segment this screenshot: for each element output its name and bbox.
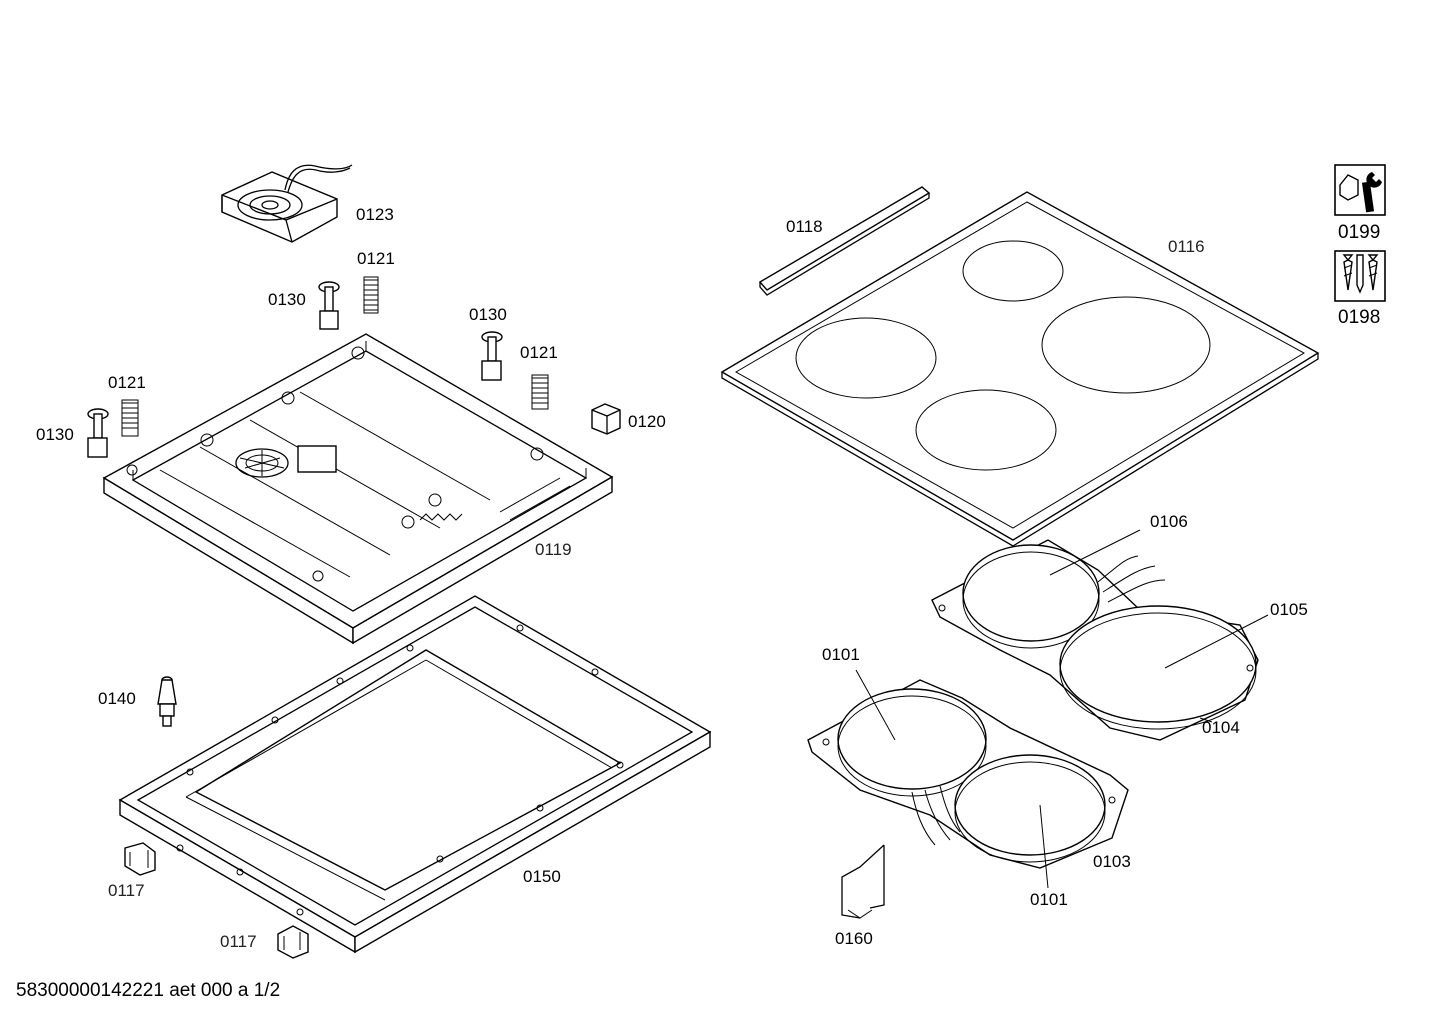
screws-icon: [1334, 250, 1386, 302]
leader-lines: [855, 529, 1269, 889]
bracket-part: [277, 925, 309, 959]
heater-tray-upper-part: [931, 539, 1259, 741]
label-0130-left: 0130: [36, 425, 74, 444]
plug-pin-part: [157, 676, 177, 727]
label-0105: 0105: [1270, 600, 1308, 619]
label-0119: 0119: [535, 540, 572, 559]
label-0117-left: 0117: [108, 881, 145, 900]
heater-tray-lower-part: [807, 679, 1129, 869]
clip-part: [591, 403, 621, 435]
label-0120: 0120: [628, 412, 666, 431]
label-0104: 0104: [1202, 718, 1240, 737]
label-0123: 0123: [356, 205, 394, 224]
label-0116: 0116: [1168, 237, 1205, 256]
foot-part: [481, 331, 503, 381]
nut-wrench-icon: [1334, 164, 1386, 216]
label-0101-top: 0101: [822, 645, 860, 664]
sensor-bracket-part: [841, 844, 885, 919]
label-0117-bottom: 0117: [220, 932, 257, 951]
seal-strip-part: [758, 186, 931, 296]
label-0103: 0103: [1093, 852, 1131, 871]
label-0121-top: 0121: [357, 249, 395, 268]
spring-part: [363, 276, 379, 314]
fan-part: [221, 164, 353, 243]
housing-tray-part: [102, 333, 614, 645]
label-0101-bottom: 0101: [1030, 890, 1068, 909]
label-0118: 0118: [786, 217, 823, 236]
label-0106: 0106: [1150, 512, 1188, 531]
foot-part: [318, 281, 340, 330]
label-0121-mid: 0121: [520, 343, 558, 362]
spring-part: [121, 399, 139, 437]
foot-part: [87, 408, 109, 458]
label-0199: 0199: [1338, 222, 1380, 243]
label-0198: 0198: [1338, 307, 1380, 328]
glass-cooktop-part: [720, 191, 1320, 547]
spring-part: [531, 374, 549, 410]
label-0150: 0150: [523, 867, 561, 886]
label-0130-top: 0130: [268, 290, 306, 309]
bracket-part: [124, 842, 156, 876]
label-0130-mid: 0130: [469, 305, 507, 324]
frame-part: [118, 595, 712, 954]
label-0140: 0140: [98, 689, 136, 708]
label-0121-left: 0121: [108, 373, 146, 392]
label-0160: 0160: [835, 929, 873, 948]
document-code: 58300000142221 aet 000 a 1/2: [16, 980, 281, 1001]
